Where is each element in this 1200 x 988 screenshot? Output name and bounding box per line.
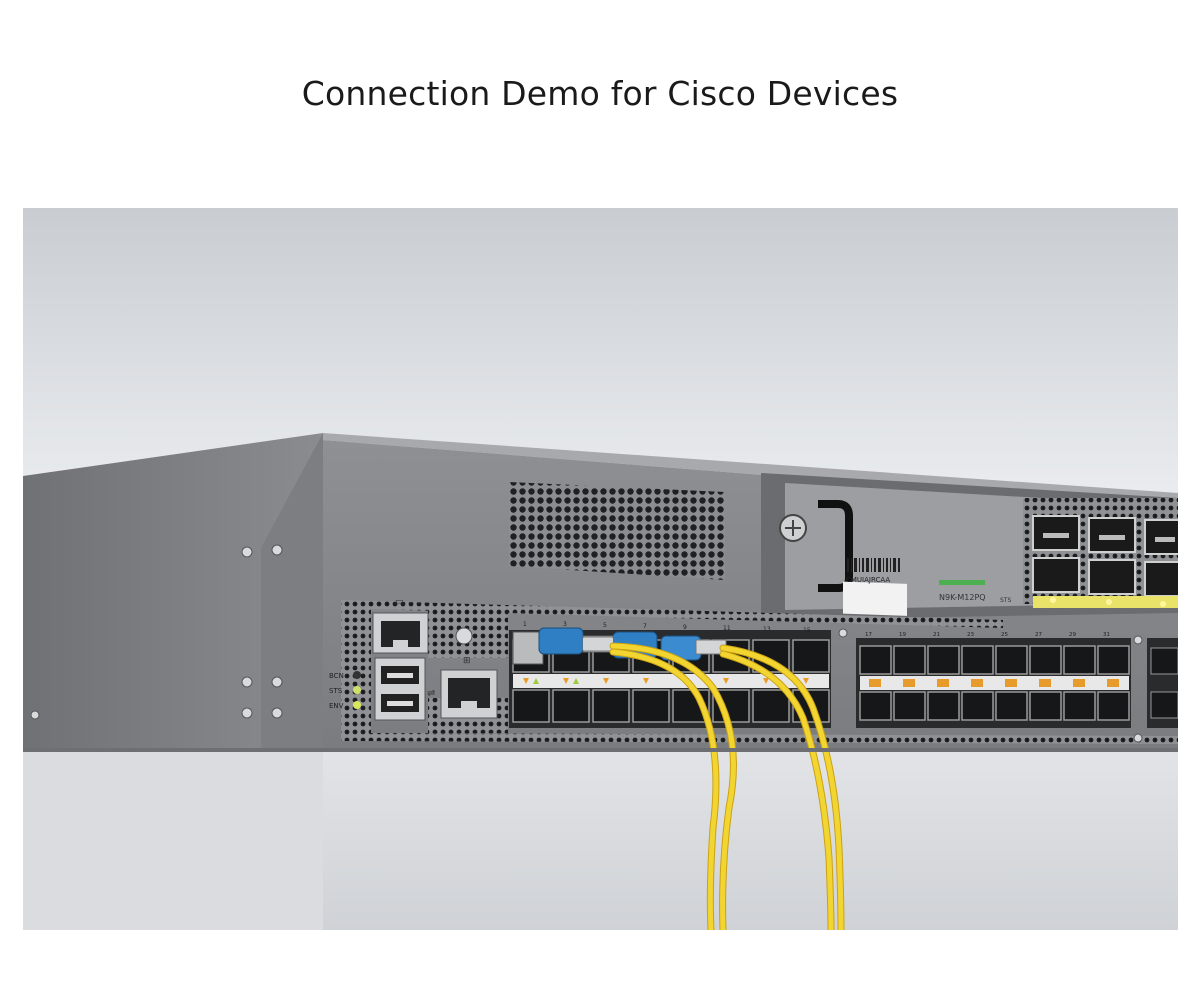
upper-vent	[509, 482, 725, 580]
status-strip	[939, 580, 985, 585]
svg-text:23: 23	[967, 632, 974, 638]
led-label-bcn: BCN	[329, 672, 344, 680]
svg-text:29: 29	[1069, 632, 1076, 638]
svg-text:9: 9	[683, 624, 687, 631]
led-label-sts: STS	[329, 687, 343, 695]
barcode-text: CMUIAJRCAA	[846, 576, 890, 584]
svg-text:5: 5	[603, 622, 607, 629]
console-port: ▭	[372, 597, 429, 654]
qsfp-ports	[1023, 498, 1178, 608]
svg-text:▭: ▭	[395, 597, 404, 607]
vent-row-top	[341, 600, 1003, 628]
svg-text:19: 19	[899, 632, 906, 638]
fiber-cables	[609, 642, 845, 930]
svg-text:⊞: ⊞	[463, 656, 471, 666]
side-screws	[30, 544, 283, 720]
chassis-side	[23, 433, 323, 748]
product-photo: CMUIAJRCAA N9K-M12PQ STS	[23, 208, 1178, 930]
svg-text:13: 13	[763, 626, 771, 633]
usb-ports: ⇌	[374, 657, 435, 721]
switch-illustration: CMUIAJRCAA N9K-M12PQ STS	[23, 208, 1178, 930]
svg-text:⇌: ⇌	[427, 688, 435, 699]
svg-text:25: 25	[1001, 632, 1008, 638]
module-handle	[818, 500, 853, 592]
ground-screw-icon	[455, 627, 473, 645]
led-label-env: ENV	[329, 702, 344, 710]
module-label: N9K-M12PQ	[939, 593, 986, 602]
sfp-port-block-2: 17 19 21 23 25 27 29 31	[838, 628, 1178, 743]
svg-text:21: 21	[933, 632, 940, 638]
port-number-labels: 1 3 5 7 9 11 13 15	[523, 621, 811, 634]
vent-row-bottom	[341, 733, 1178, 744]
led-indicators: BCN STS ENV	[329, 671, 361, 710]
sts-label: STS	[1000, 597, 1011, 604]
svg-text:15: 15	[803, 627, 811, 634]
svg-text:27: 27	[1035, 632, 1042, 638]
svg-text:17: 17	[865, 632, 872, 638]
management-port: ⊞	[440, 656, 498, 719]
svg-text:31: 31	[1103, 632, 1110, 638]
svg-text:11: 11	[723, 625, 731, 632]
svg-text:1: 1	[523, 621, 527, 628]
page-title: Connection Demo for Cisco Devices	[301, 74, 899, 113]
svg-text:7: 7	[643, 623, 647, 630]
barcode-sticker: CMUIAJRCAA	[843, 558, 907, 616]
svg-text:3: 3	[563, 621, 567, 628]
